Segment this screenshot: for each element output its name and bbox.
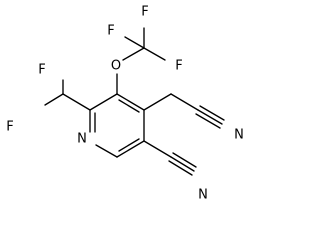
bond-c3-c4 [116,93,145,111]
bond-cn-triple-1 [197,109,223,125]
chemical-structure-diagram: F F F F F O N N N [6,5,244,203]
bond-c3-c4-inner [118,99,140,113]
bond-ring-cn-triple-2 [172,152,197,168]
cyanomethyl-group [143,93,225,129]
bond-ch2-cn [170,93,199,111]
atom-label-f-cf3-right: F [175,59,182,74]
bond-cf3-f-left [124,36,145,49]
bond-ring-cn-triple-1 [170,156,195,172]
bond-ring-cn-triple-3 [168,160,193,176]
atom-label-f-cf3-top: F [141,5,148,20]
pyridine-ring [89,93,145,158]
bond-c2-c3 [89,93,118,111]
atom-label-f-cf3-left: F [107,24,114,39]
bond-o-cf3 [122,47,145,61]
atom-label-f-chf2-lower: F [6,120,13,135]
atom-label-ring-nitrogen: N [77,132,87,147]
atom-label-oxygen: O [111,59,121,74]
trifluoromethoxy-group [116,27,166,95]
bond-cf3-f-right [143,47,166,61]
bond-c6-n [95,144,118,158]
atom-label-nitrile-nitrogen-1: N [234,128,244,143]
bond-chf2-f-lower [44,93,64,106]
atom-label-f-chf2-upper: F [38,63,45,78]
atom-label-nitrile-nitrogen-2: N [198,188,208,203]
bond-c5-c6 [116,140,145,158]
bond-c5-cn [143,140,172,158]
ring-nitrile-group [143,140,197,176]
bond-cn-triple-2 [199,105,225,121]
bond-cn-triple-3 [195,113,221,129]
atom-labels: F F F F F O N N N [6,5,244,203]
bond-c5-c6-inner [118,138,140,152]
bond-c2-chf2 [62,93,91,111]
bond-c4-ch2 [143,93,172,111]
difluoromethyl-group [44,79,91,111]
